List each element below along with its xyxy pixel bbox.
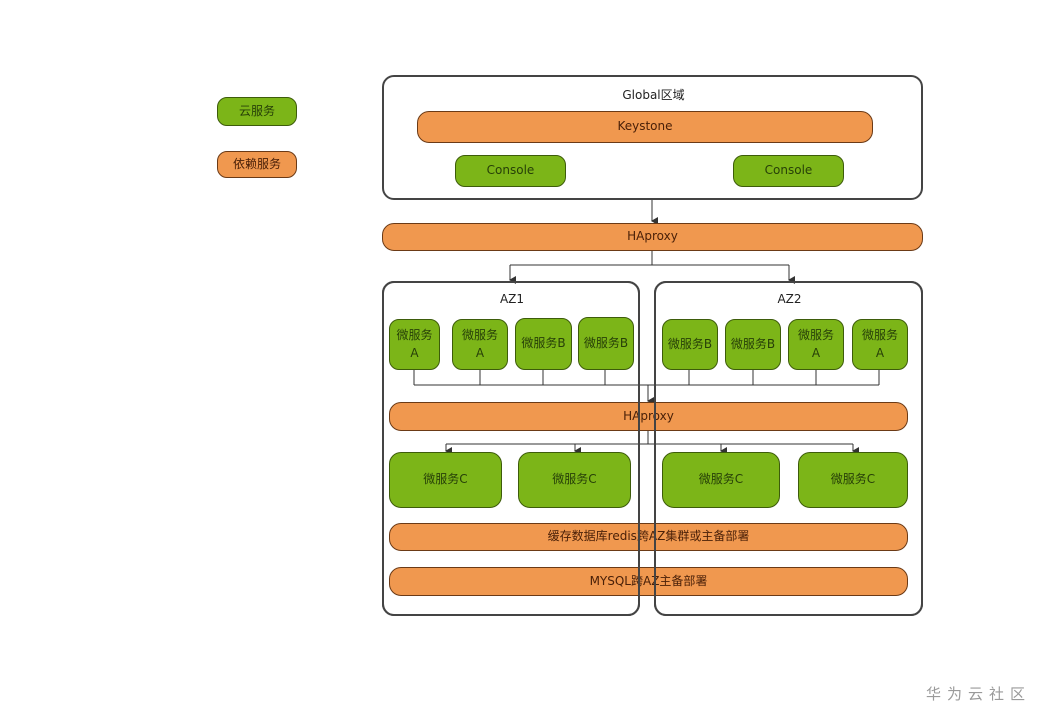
az2-title: AZ2: [777, 292, 802, 306]
az1-title: AZ1: [499, 292, 525, 306]
service-name: 微服务B: [730, 336, 776, 351]
az2-service-a-2: 微服务 A: [852, 319, 908, 370]
service-c-label: 微服务C: [423, 472, 468, 487]
keystone-node: Keystone: [417, 111, 873, 143]
service-c-label: 微服务C: [698, 472, 744, 487]
top-haproxy-label: HAproxy: [627, 229, 678, 244]
az1-service-b-1: 微服务B: [515, 318, 572, 370]
az1-service-c-1: 微服务C: [389, 452, 502, 508]
legend-cloud-service-label: 云服务: [238, 103, 275, 118]
service-c-label: 微服务C: [552, 472, 597, 487]
top-haproxy-node: HAproxy: [382, 223, 923, 251]
service-c-label: 微服务C: [830, 472, 876, 487]
legend-cloud-service: 云服务: [217, 97, 297, 126]
console-node-2: Console: [733, 155, 844, 187]
service-name: 微服务B: [667, 336, 713, 351]
service-name: 微服务: [797, 328, 834, 343]
service-suffix: A: [475, 345, 485, 360]
az1-service-b-2: 微服务B: [578, 317, 634, 370]
service-suffix: A: [811, 345, 821, 360]
service-name: 微服务B: [521, 336, 566, 351]
console-label: Console: [764, 163, 813, 178]
az2-service-c-2: 微服务C: [798, 452, 908, 508]
legend-dependency-service: 依赖服务: [217, 151, 297, 178]
redis-node: 缓存数据库redis跨AZ集群或主备部署: [389, 523, 908, 551]
mysql-label: MYSQL跨AZ主备部署: [589, 573, 708, 588]
az2-service-b-1: 微服务B: [662, 319, 718, 370]
global-zone-title: Global区域: [622, 88, 685, 102]
global-zone: Global区域: [382, 75, 923, 200]
service-name: 微服务: [396, 328, 433, 343]
az1-service-a-1: 微服务 A: [389, 319, 440, 370]
middle-haproxy-label: HAproxy: [623, 408, 674, 423]
watermark: 华为云社区: [926, 685, 1032, 703]
az2-service-a-1: 微服务 A: [788, 319, 844, 370]
az2-service-b-2: 微服务B: [725, 319, 781, 370]
az2-service-c-1: 微服务C: [662, 452, 780, 508]
service-suffix: A: [875, 345, 885, 360]
keystone-label: Keystone: [617, 119, 673, 134]
legend-dependency-service-label: 依赖服务: [232, 156, 281, 171]
service-name: 微服务: [861, 328, 898, 343]
console-label: Console: [486, 163, 535, 178]
az1-service-c-2: 微服务C: [518, 452, 631, 508]
console-node-1: Console: [455, 155, 566, 187]
service-name: 微服务: [461, 328, 498, 343]
service-name: 微服务B: [583, 335, 629, 350]
mysql-node: MYSQL跨AZ主备部署: [389, 567, 908, 596]
service-suffix: A: [410, 345, 419, 360]
az1-service-a-2: 微服务 A: [452, 319, 508, 370]
redis-label: 缓存数据库redis跨AZ集群或主备部署: [547, 529, 750, 544]
middle-haproxy-node: HAproxy: [389, 402, 908, 431]
